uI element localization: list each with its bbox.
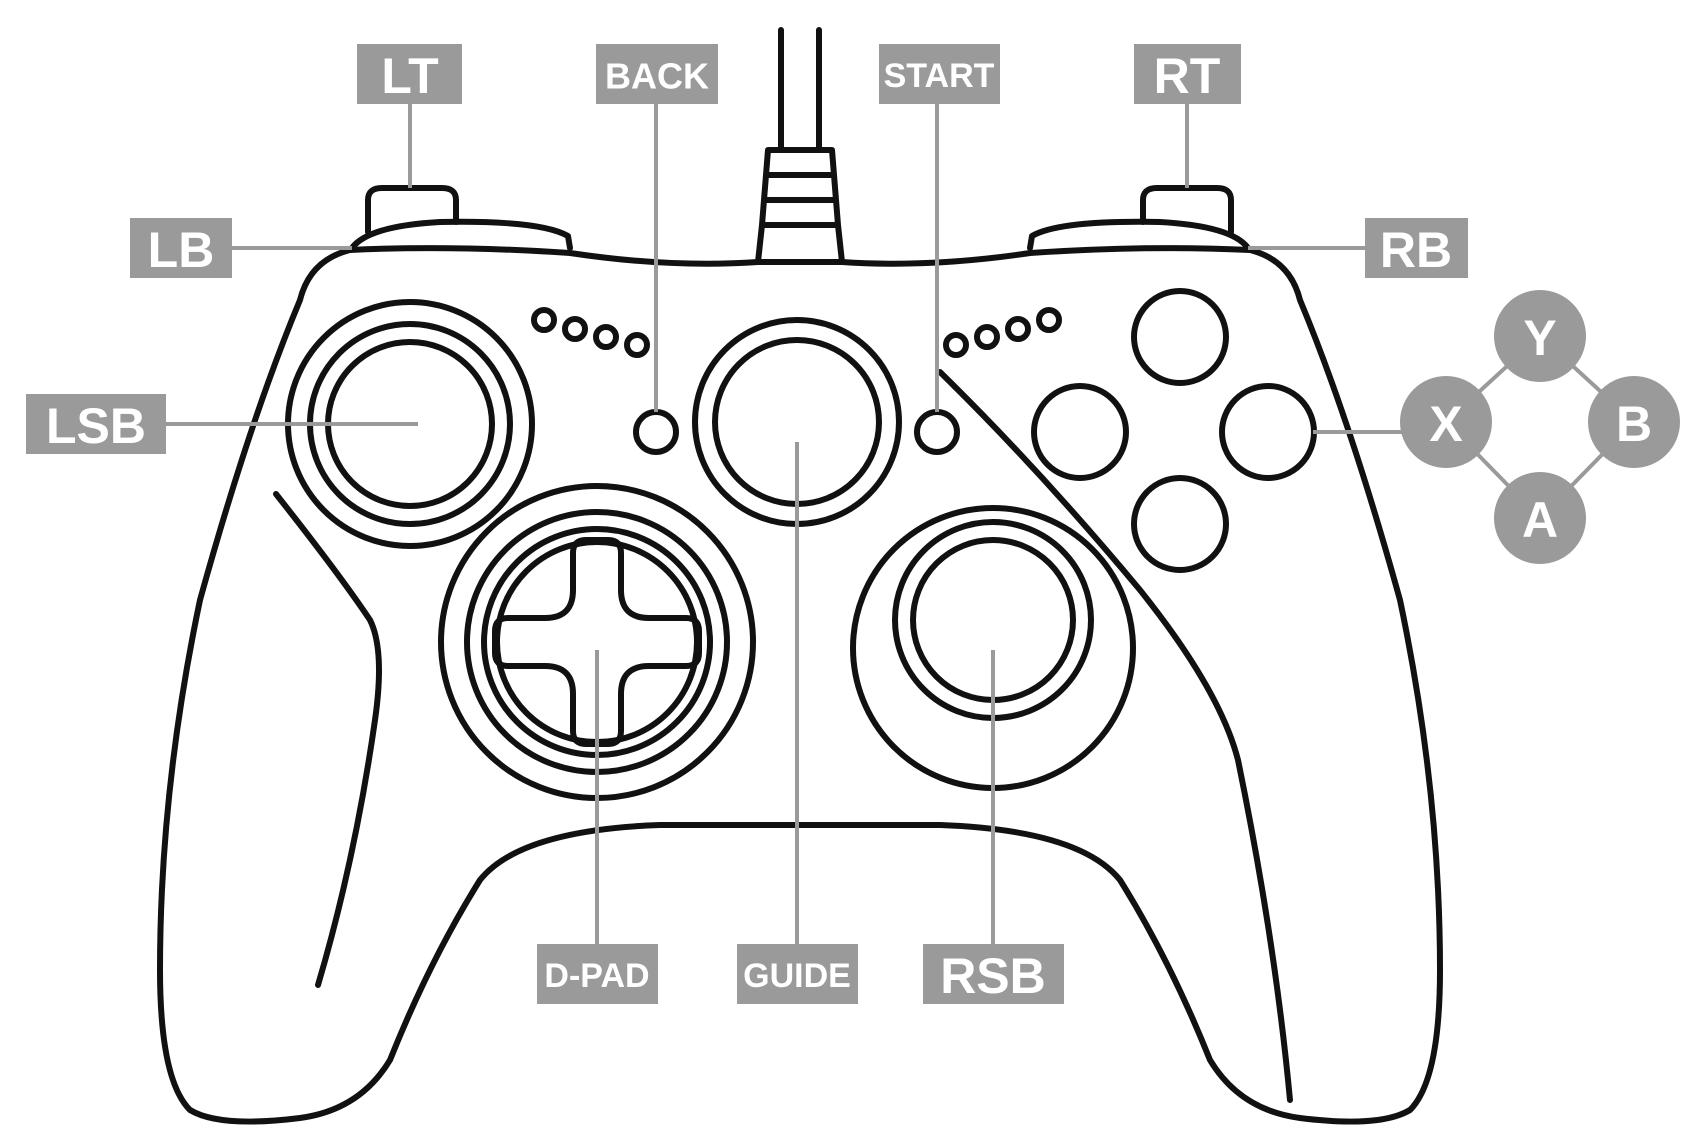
lb-label: LB: [148, 222, 215, 278]
callout-back: BACK: [596, 44, 718, 104]
start-button[interactable]: [914, 409, 960, 455]
callout-rt: RT: [1134, 44, 1241, 104]
callout-dpad: D-PAD: [537, 944, 658, 1004]
a-button[interactable]: [1131, 475, 1229, 573]
player-led-3: [593, 324, 619, 350]
dpad-label: D-PAD: [544, 957, 649, 995]
lb-bumper-outline: [349, 218, 573, 251]
player-led-6: [974, 324, 1000, 350]
rb-label: RB: [1380, 222, 1452, 278]
cable-strain-relief: [755, 147, 845, 265]
callout-start: START: [879, 44, 1000, 104]
rb-bumper-outline: [1027, 218, 1251, 251]
face-button-legend: Y X B A: [1400, 290, 1680, 564]
controller-body: [157, 245, 1443, 1125]
start-label: START: [884, 57, 995, 95]
callout-lt: LT: [357, 44, 462, 104]
cable: [778, 27, 822, 153]
guide-label: GUIDE: [743, 957, 851, 995]
rt-label: RT: [1154, 48, 1221, 104]
legend-a: A: [1494, 472, 1586, 564]
callout-lsb: LSB: [26, 394, 166, 454]
callout-rb: RB: [1365, 218, 1468, 278]
rsb-label: RSB: [940, 948, 1046, 1004]
callout-lb: LB: [130, 218, 232, 278]
legend-x: X: [1400, 376, 1492, 468]
legend-y: Y: [1494, 290, 1586, 382]
y-button[interactable]: [1131, 288, 1229, 386]
legend-b-label: B: [1616, 396, 1652, 452]
player-led-7: [1005, 316, 1031, 342]
back-button[interactable]: [633, 409, 679, 455]
b-button[interactable]: [1219, 383, 1317, 481]
player-led-5: [943, 332, 969, 358]
player-led-8: [1036, 307, 1062, 333]
player-led-1: [531, 307, 557, 333]
legend-a-label: A: [1522, 492, 1558, 548]
legend-b: B: [1588, 376, 1680, 468]
legend-y-label: Y: [1523, 310, 1556, 366]
player-led-2: [562, 316, 588, 342]
lsb-label: LSB: [46, 398, 146, 454]
callout-rsb: RSB: [923, 944, 1064, 1004]
right-grip-seam: [937, 369, 1293, 1103]
callout-guide: GUIDE: [737, 944, 858, 1004]
lt-label: LT: [381, 48, 438, 104]
left-grip-seam: [273, 491, 382, 988]
player-led-4: [624, 332, 650, 358]
legend-x-label: X: [1429, 396, 1462, 452]
dpad-cross[interactable]: [492, 537, 702, 747]
x-button[interactable]: [1031, 383, 1129, 481]
back-label: BACK: [605, 56, 709, 97]
